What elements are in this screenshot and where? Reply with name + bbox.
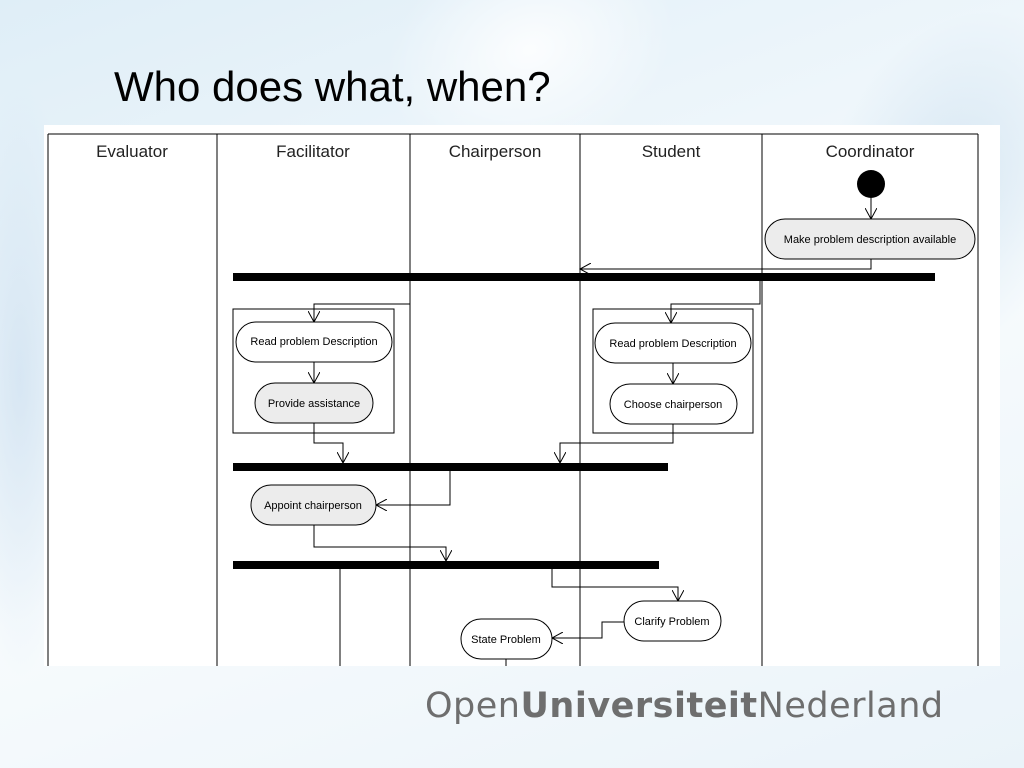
activity-make-problem-available: Make problem description available xyxy=(764,218,976,260)
lane-title-coordinator: Coordinator xyxy=(826,142,915,161)
activity-diagram: Evaluator Facilitator Chairperson Studen… xyxy=(44,125,1000,666)
activity-label: Appoint chairperson xyxy=(264,500,362,512)
activity-facilitator-read-description: Read problem Description xyxy=(235,321,393,363)
activity-label: Clarify Problem xyxy=(634,616,709,628)
initial-node xyxy=(857,170,885,198)
logo-part: Open xyxy=(425,686,521,726)
control-flow xyxy=(671,281,761,323)
control-flow xyxy=(313,423,343,463)
fork-bar xyxy=(233,273,935,281)
lane-title-chairperson: Chairperson xyxy=(449,142,542,161)
activity-diagram-canvas: Evaluator Facilitator Chairperson Studen… xyxy=(47,133,979,666)
lane-title-student: Student xyxy=(642,142,701,161)
control-flow xyxy=(551,569,678,601)
control-flow xyxy=(313,525,446,561)
control-flow xyxy=(314,281,411,322)
activity-choose-chairperson: Choose chairperson xyxy=(609,383,738,425)
logo-part: Universiteit xyxy=(520,686,758,726)
lane-title-evaluator: Evaluator xyxy=(96,142,168,161)
fork-bar xyxy=(233,561,659,569)
activity-student-read-description: Read problem Description xyxy=(594,322,752,364)
activity-label: State Problem xyxy=(471,634,541,646)
activity-label: Read problem Description xyxy=(250,336,377,348)
activity-label: Choose chairperson xyxy=(624,399,722,411)
control-flow xyxy=(560,424,674,463)
activity-label: Provide assistance xyxy=(268,398,360,410)
swimlane-frame xyxy=(47,133,979,666)
activity-label: Make problem description available xyxy=(784,234,956,246)
open-universiteit-logo: OpenUniversiteitNederland xyxy=(425,686,944,726)
slide-title: Who does what, when? xyxy=(114,63,551,110)
join-bar xyxy=(233,463,668,471)
activity-label: Read problem Description xyxy=(609,338,736,350)
activity-appoint-chairperson: Appoint chairperson xyxy=(250,484,377,526)
activity-provide-assistance: Provide assistance xyxy=(254,382,374,424)
activity-state-problem: State Problem xyxy=(460,618,553,660)
control-flow xyxy=(552,621,624,638)
logo-part: Nederland xyxy=(757,686,944,726)
control-flow xyxy=(580,259,872,269)
activity-clarify-problem: Clarify Problem xyxy=(623,600,722,642)
control-flow xyxy=(376,471,451,505)
lane-title-facilitator: Facilitator xyxy=(276,142,350,161)
